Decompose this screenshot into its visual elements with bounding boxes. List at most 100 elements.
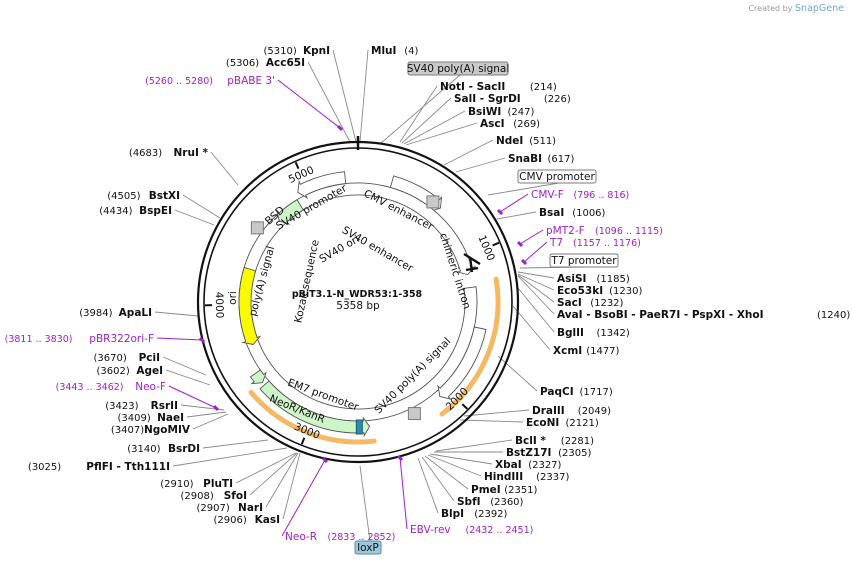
enzyme-leader-8 [455,157,506,173]
feature-arrow-em7-promoter [249,369,267,385]
enzyme-site-apali: ApaLI(3984) [79,307,152,319]
enzyme-site-pflfi: PflFI - Tth111I(3025) [28,461,170,473]
enzyme-site-econi: EcoNI(2121) [526,417,599,429]
tick-mark-2000 [461,403,469,410]
enzyme-site-bspei: BspEI (4434) [99,205,172,217]
enzyme-leader-18 [459,419,524,423]
small-feature-box-1 [250,221,264,235]
enzyme-name: SalI - SgrDI [454,93,521,105]
primer-leader-7 [399,457,408,530]
enzyme-site-acc65i: Acc65I (5306) [226,57,305,69]
enzyme-site-sali: SalI - SgrDI (226) [454,93,571,105]
enzyme-site-agei: AgeI(3602) [97,365,163,377]
boxed-label-loxp: loxP [354,540,382,555]
enzyme-position: (5310) [264,46,297,57]
enzyme-leader-12 [517,274,555,303]
label-text: T7 promoter [550,255,617,267]
enzyme-name: EcoNI [526,417,559,429]
enzyme-site-pluti: PluTI(2910) [160,478,233,490]
primer-site-mark-4 [198,336,206,344]
feature-arrow-sv40-poly-a-signal [437,326,487,400]
enzyme-leader-40 [210,151,239,186]
primer-range: (2833 .. 2852) [328,532,396,543]
enzyme-position: (2281) [561,436,594,447]
enzyme-leader-37 [154,311,199,317]
enzyme-site-kasi: KasI(2906) [214,514,280,526]
label-box [549,253,619,268]
enzyme-position: (2910) [160,479,193,490]
enzyme-site-asisi: AsiSI(1185) [557,273,630,285]
enzyme-name: AsiSI [557,273,586,285]
primer-neo-f: Neo-F(3443 .. 3462) [56,381,166,393]
primer-leader-3 [523,241,548,263]
enzyme-name: NruI * [174,147,209,159]
primer-range: (3443 .. 3462) [56,382,124,393]
enzyme-name: MluI [371,45,396,57]
enzyme-leader-39 [182,194,221,219]
primer-site-mark-5 [212,404,220,412]
enzyme-name: PmeI [471,484,501,496]
primer-site-mark-1 [496,208,504,216]
enzyme-name: DraIII [532,405,565,417]
small-feature-box-0 [426,195,440,209]
enzyme-leader-38 [174,209,215,226]
enzyme-position: (269) [513,119,540,130]
primer-leader-5 [168,385,217,409]
snapgene-logo: SnapGene [795,3,844,14]
enzyme-site-bcli: BclI *(2281) [515,435,594,447]
enzyme-leader-16 [497,355,538,392]
enzyme-position: (247) [508,107,535,118]
enzyme-name: BstZ17I [506,447,551,459]
enzyme-site-bstz17i: BstZ17I (2305) [506,447,591,459]
enzyme-position: (4434) [99,206,132,217]
enzyme-name: NotI - SacII [440,81,505,93]
enzyme-position: (5306) [226,58,259,69]
enzyme-leader-5 [403,110,466,145]
primer-ebv-rev: EBV-rev(2432 .. 2451) [410,524,533,536]
enzyme-site-nrui: NruI *(4683) [129,147,209,159]
enzyme-position: (3140) [127,444,160,455]
enzyme-name: NarI [238,502,263,514]
enzyme-name: BsaI [539,207,564,219]
enzyme-leader-7 [443,139,494,166]
enzyme-position: (3409) [118,413,151,424]
enzyme-position: (2360) [490,497,523,508]
primer-range: (3811 .. 3830) [5,334,73,345]
feature-label-ori: ori [227,291,239,305]
leader-lines [154,49,587,542]
enzyme-site-xbai: XbaI(2327) [495,459,562,471]
enzyme-leader-4 [401,97,452,144]
enzyme-position: (2906) [214,515,247,526]
enzyme-name: Eco53kI [557,285,603,297]
enzyme-name: KpnI [303,45,330,57]
enzyme-position: (2305) [558,448,591,459]
enzyme-name: SacI [557,297,582,309]
enzyme-site-sbfi: SbfI(2360) [457,496,524,508]
enzyme-position: (226) [544,94,571,105]
enzyme-name: BsiWI [468,106,501,118]
enzyme-name: NgoMIV [144,424,191,436]
primer-range: (1157 .. 1176) [573,238,641,249]
enzyme-leader-10 [517,271,555,279]
enzyme-name: BstXI [149,190,180,202]
enzyme-position: (1342) [597,328,630,339]
enzyme-site-blpi: BlpI(2392) [441,508,508,520]
enzyme-site-kpni: KpnI (5310) [264,45,330,57]
enzyme-leader-6 [405,122,478,146]
boxed-label-t7-promoter: T7 promoter [549,253,619,268]
tick-label-4000: 4000 [213,292,226,319]
enzyme-leader-17 [463,409,530,417]
enzyme-leader-24 [421,456,455,502]
enzyme-leader-26 [282,452,301,520]
boxed-label-sv40-poly-a-signal: SV40 poly(A) signal [407,61,509,76]
enzyme-leader-28 [249,452,298,496]
plasmid-name: pBiT3.1-N_WDR53:1-358 [292,289,423,300]
primer-range: (2432 .. 2451) [466,525,534,536]
enzyme-leader-36 [162,356,207,376]
enzyme-leader-30 [172,447,288,467]
enzyme-name: BspEI [139,205,172,217]
enzyme-name: Acc65I [266,57,305,69]
enzyme-site-paqci: PaqCI(1717) [540,386,613,398]
enzyme-leader-3 [399,85,438,143]
